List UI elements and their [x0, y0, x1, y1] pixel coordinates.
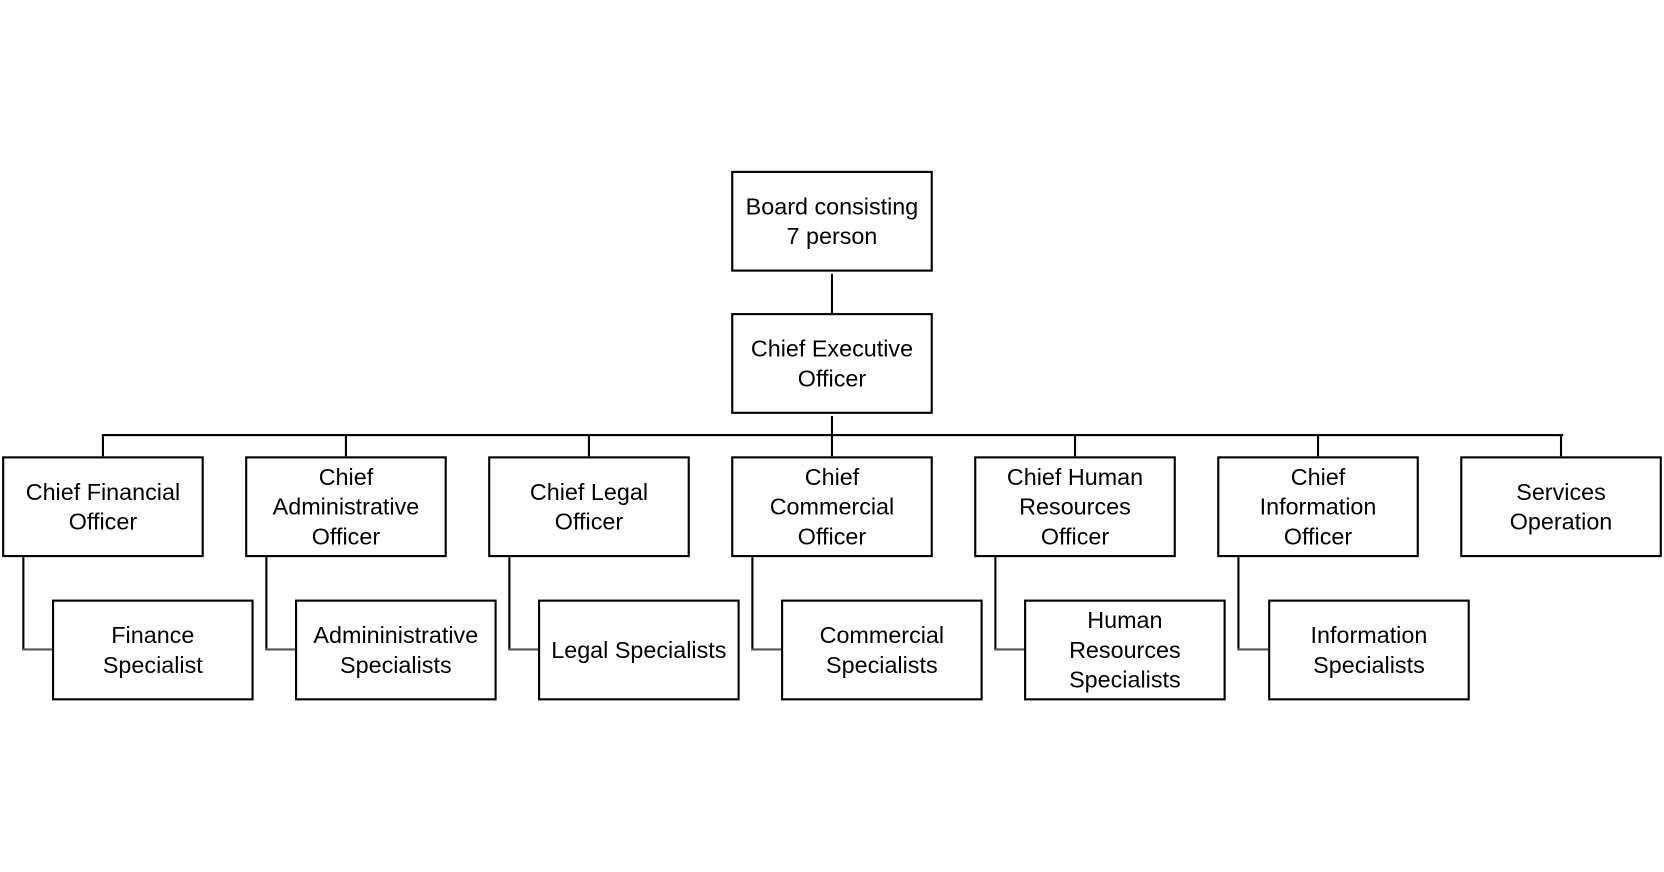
officer-box-clo: Chief Legal Officer — [488, 456, 690, 558]
connector-elbow-vertical — [508, 557, 511, 651]
connector-elbow-vertical — [994, 557, 997, 651]
specialist-box-cio: Information Specialists — [1268, 599, 1470, 701]
connector-elbow-horizontal — [994, 648, 1026, 651]
connector-elbow-vertical — [265, 557, 268, 651]
connector-elbow-vertical — [1237, 557, 1240, 651]
officer-label: Chief Commercial Officer — [769, 463, 895, 550]
connector-bus-cfo — [101, 435, 104, 458]
officer-box-services-operation: Services Operation — [1460, 456, 1662, 558]
officer-box-cfo: Chief Financial Officer — [2, 456, 204, 558]
board-box: Board consisting 7 person — [731, 170, 933, 272]
connector-bus-cio — [1316, 435, 1320, 458]
connector-bus-cao — [344, 435, 348, 458]
connector-bus-chro — [1073, 435, 1077, 458]
specialist-label: Legal Specialists — [551, 636, 727, 663]
specialist-label: Finance Specialist — [102, 621, 203, 678]
specialist-box-cfo: Finance Specialist — [51, 599, 254, 701]
connector-elbow-horizontal — [508, 648, 540, 651]
officer-label: Services Operation — [1509, 478, 1613, 535]
connector-bus-services-operation — [1559, 435, 1563, 458]
specialist-label: Commercial Specialists — [819, 621, 945, 678]
officer-label: Chief Information Officer — [1259, 463, 1377, 550]
officer-label: Chief Financial Officer — [25, 478, 181, 535]
officer-box-cio: Chief Information Officer — [1217, 456, 1419, 558]
officer-label: Chief Legal Officer — [529, 478, 649, 535]
officer-box-cco: Chief Commercial Officer — [731, 456, 933, 558]
specialist-box-cao: Admininistrative Specialists — [295, 599, 497, 701]
specialist-box-chro: Human Resources Specialists — [1024, 599, 1226, 701]
specialist-label: Information Specialists — [1310, 621, 1428, 678]
connector-elbow-horizontal — [1237, 648, 1269, 651]
connector-elbow-vertical — [22, 557, 25, 651]
officer-box-chro: Chief Human Resources Officer — [974, 456, 1176, 558]
connector-board-ceo — [830, 273, 834, 314]
ceo-box: Chief Executive Officer — [731, 313, 933, 414]
officer-label: Chief Human Resources Officer — [1006, 463, 1144, 550]
connector-elbow-vertical — [751, 557, 754, 651]
connector-ceo-bus — [830, 415, 834, 437]
officer-label: Chief Administrative Officer — [272, 463, 420, 550]
specialist-label: Human Resources Specialists — [1069, 606, 1181, 693]
connector-elbow-horizontal — [751, 648, 783, 651]
board-label: Board consisting 7 person — [745, 192, 919, 249]
specialist-box-clo: Legal Specialists — [538, 599, 740, 701]
officer-box-cao: Chief Administrative Officer — [245, 456, 447, 558]
specialist-box-cco: Commercial Specialists — [781, 599, 983, 701]
connector-bus-cco — [830, 435, 834, 458]
specialist-label: Admininistrative Specialists — [313, 621, 479, 678]
connector-elbow-horizontal — [22, 648, 54, 651]
ceo-label: Chief Executive Officer — [750, 334, 914, 392]
connector-elbow-horizontal — [265, 648, 297, 651]
connector-bus-clo — [587, 435, 591, 458]
